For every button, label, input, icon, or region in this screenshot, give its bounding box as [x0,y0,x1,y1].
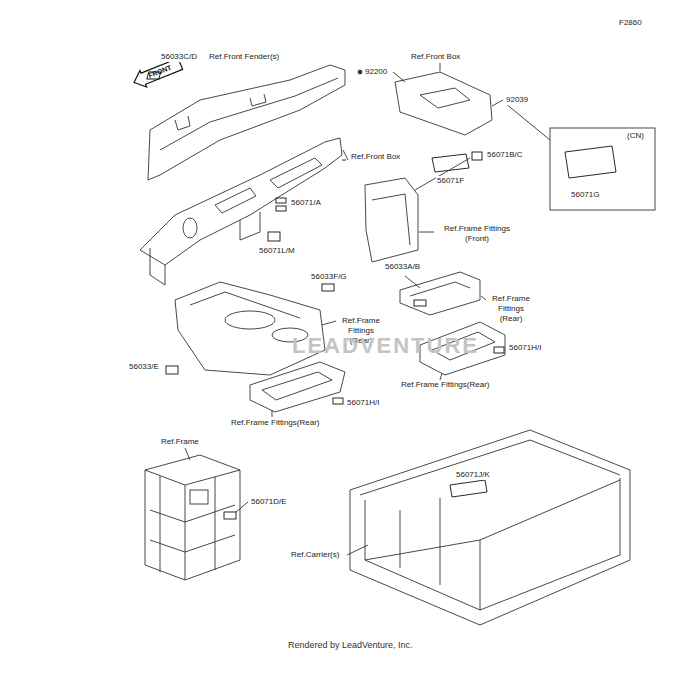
cn-sticker-box [505,103,655,210]
part-reference: Ref.Carrier(s) [290,550,340,560]
vehicle-frame [145,448,248,580]
callout-number: 92039 [505,95,529,105]
part-reference: Ref.Frame Fittings (Front) [436,224,518,244]
part-reference: Ref.Frame [160,437,200,447]
part-reference: Ref.Frame Fittings(Rear) [230,418,320,428]
part-reference: F2860 [618,18,643,28]
rear-floor-plate [400,272,486,315]
rear-plate [250,362,345,417]
callout-number: 56033/E [128,362,160,372]
callout-number: 56071D/E [250,497,288,507]
part-reference: Ref.Front Box [410,52,461,62]
part-reference: Ref.Frame Fittings(Rear) [400,380,490,390]
front-box-panel [140,138,346,285]
seat-base [166,282,336,375]
callout-number: 56071B/C [486,150,524,160]
part-reference: Ref.Frame Fittings (Rear) [488,294,534,324]
callout-number: 56071H/I [346,398,380,408]
part-reference: (CN) [626,131,645,141]
callout-number: 56071H/I [508,343,542,353]
frame-fittings-front [343,150,482,262]
cargo-bed [347,430,630,625]
callout-number: 56033F/G [310,272,348,282]
part-reference: Ref.Front Box [350,152,401,162]
callout-number: 56033A/B [384,262,421,272]
callout-number: 56071G [570,190,600,200]
callout-number: 56071L/M [258,246,296,256]
callout-number: 56071/A [290,198,322,208]
caption: Rendered by LeadVenture, Inc. [288,640,413,651]
watermark: LEADVENTURE [292,334,479,358]
part-reference: Ref.Front Fender(s) [208,52,280,62]
callout-number: 56071F [436,176,465,186]
callout-number: 56071J/K [455,470,491,480]
callout-number: 56033C/D [160,52,198,62]
callout-number: 92200 [364,67,388,77]
